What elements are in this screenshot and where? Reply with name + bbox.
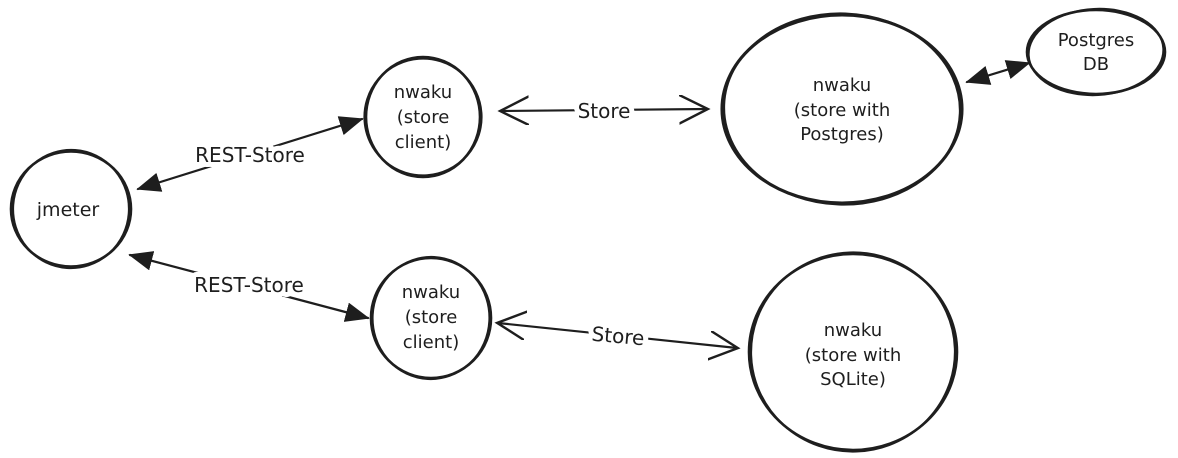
node-store-sqlite-line2: (store with [805, 345, 901, 366]
edge-rest-store-top-label: REST-Store [195, 143, 305, 167]
node-store-sqlite-shape [747, 252, 959, 452]
node-store-postgres-shape-sketch [722, 12, 962, 206]
node-postgres-db-line1: Postgres [1058, 30, 1135, 51]
edge-postgres-db-link-line [965, 60, 1031, 85]
node-store-sqlite-line3: SQLite) [820, 369, 886, 390]
edge-rest-store-bottom-line [128, 251, 370, 322]
node-store-postgres-line3: Postgres) [800, 124, 884, 145]
node-store-client-top-shape-sketch [363, 57, 483, 177]
edge-rest-store-bottom-label: REST-Store [194, 273, 304, 297]
node-store-client-bottom-line1: nwaku [402, 282, 460, 303]
edge-store-bottom: Store [498, 322, 737, 351]
node-store-sqlite-shape-sketch [749, 251, 957, 453]
node-store-client-top: nwaku (store client) [363, 55, 483, 179]
edge-rest-store-bottom: REST-Store [128, 251, 370, 322]
node-store-postgres: nwaku (store with Postgres) [720, 12, 964, 206]
node-store-sqlite-line1: nwaku [824, 320, 882, 341]
node-store-postgres-line1: nwaku [813, 75, 871, 96]
node-postgres-db: Postgres DB [1025, 7, 1167, 97]
node-store-client-top-line3: client) [395, 132, 451, 153]
node-jmeter-shape-sketch [11, 148, 131, 270]
node-store-client-top-line1: nwaku [394, 82, 452, 103]
edge-store-top-label: Store [578, 99, 631, 123]
edge-store-bottom-label: Store [591, 322, 646, 351]
node-postgres-db-shape-sketch [1027, 7, 1165, 97]
node-store-sqlite: nwaku (store with SQLite) [747, 251, 959, 453]
node-store-postgres-line2: (store with [794, 100, 890, 121]
node-store-client-bottom: nwaku (store client) [369, 255, 493, 381]
node-jmeter-shape [9, 150, 133, 268]
edge-store-bottom-line [498, 323, 737, 348]
edge-store-top: Store [501, 94, 707, 128]
node-store-client-top-line2: (store [397, 107, 450, 128]
node-postgres-db-line2: DB [1083, 54, 1109, 75]
node-store-client-top-shape [364, 55, 482, 179]
node-store-client-bottom-line3: client) [403, 332, 459, 353]
edge-store-top-line [501, 109, 707, 111]
node-jmeter: jmeter [9, 148, 133, 270]
node-jmeter-label: jmeter [36, 199, 100, 221]
edge-postgres-db-link [965, 60, 1031, 85]
node-store-client-bottom-line2: (store [405, 307, 458, 328]
edge-rest-store-top: REST-Store [136, 116, 364, 192]
edge-rest-store-top-line [136, 116, 364, 192]
node-store-client-bottom-shape-sketch [371, 255, 491, 381]
node-store-postgres-shape [720, 13, 964, 205]
